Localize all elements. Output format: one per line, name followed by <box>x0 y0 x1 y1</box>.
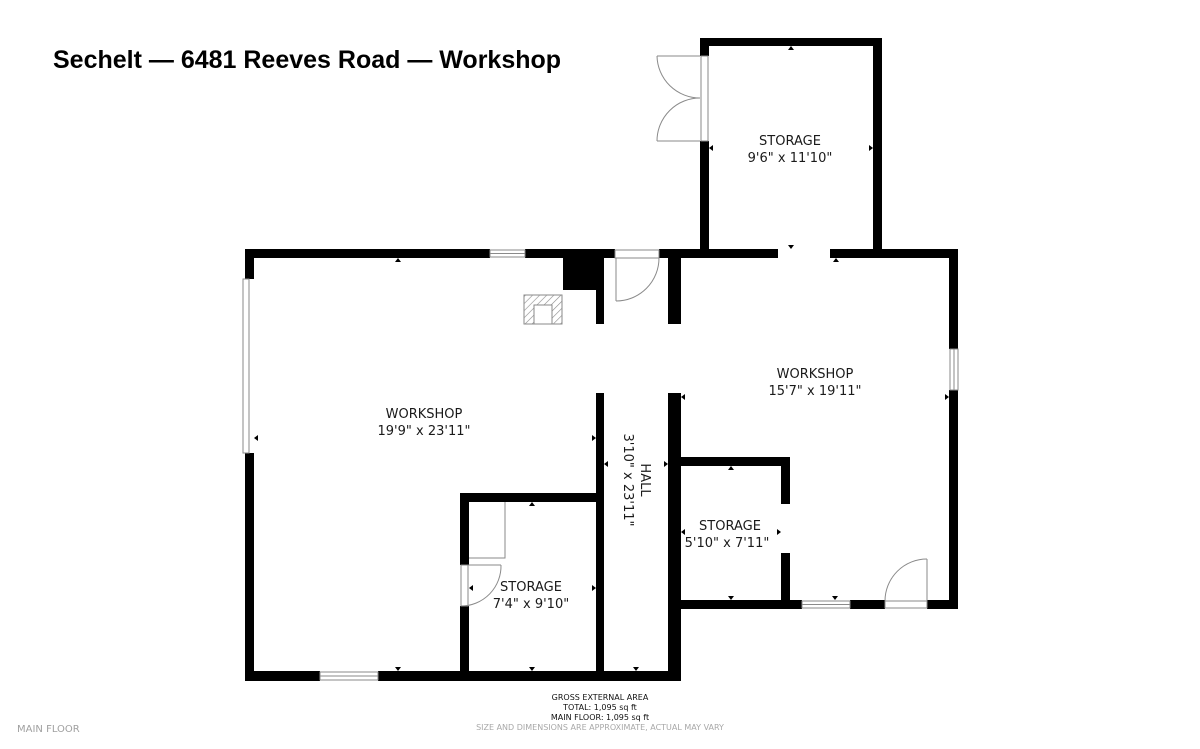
windows <box>242 249 959 681</box>
room-name: STORAGE <box>500 580 562 595</box>
door-double-storage <box>656 55 709 142</box>
room-workshop-right: WORKSHOP 15'7" x 19'11" <box>769 367 862 399</box>
area-heading: GROSS EXTERNAL AREA <box>551 693 649 702</box>
window-south-right <box>801 600 851 609</box>
window-east <box>949 348 959 391</box>
room-storage-right-small: STORAGE 5'10" x 7'11" <box>685 519 770 551</box>
wall-storage-right-east-lower <box>781 553 790 609</box>
wall-west-lower <box>245 453 254 681</box>
wall-hall-east-lower <box>668 393 681 681</box>
dimension-markers <box>254 46 949 671</box>
wall-storage-right-east-upper <box>781 457 790 504</box>
chimney-block <box>563 258 604 324</box>
area-total: TOTAL: 1,095 sq ft <box>563 703 637 712</box>
room-dims: 9'6" x 11'10" <box>748 151 833 166</box>
door-north-hall <box>614 249 660 302</box>
wall-south-a <box>245 671 320 681</box>
wall-hall-east-upper <box>668 258 681 324</box>
room-name: STORAGE <box>759 134 821 149</box>
room-storage-top: STORAGE 9'6" x 11'10" <box>748 134 833 166</box>
room-hall: HALL 3'10" x 23'11" <box>620 434 652 527</box>
room-workshop-left: WORKSHOP 19'9" x 23'11" <box>378 407 471 439</box>
room-dims: 15'7" x 19'11" <box>769 384 862 399</box>
wall-west-upper <box>245 249 254 279</box>
area-disclaimer: SIZE AND DIMENSIONS ARE APPROXIMATE, ACT… <box>476 723 724 732</box>
wall-storage-left-west-lower <box>460 606 469 681</box>
room-name: HALL <box>637 463 652 497</box>
closet-shelf <box>469 502 506 559</box>
wall-south-right-c <box>927 600 958 609</box>
room-name: WORKSHOP <box>386 407 463 422</box>
door-storage-left <box>460 564 502 607</box>
wall-storage-right-north <box>680 457 790 466</box>
window-west <box>242 278 250 454</box>
room-name: STORAGE <box>699 519 761 534</box>
room-dims: 7'4" x 9'10" <box>493 597 569 612</box>
wall-south-right-a <box>680 600 802 609</box>
area-summary: GROSS EXTERNAL AREA TOTAL: 1,095 sq ft M… <box>0 693 1200 733</box>
wall-north-right <box>830 249 958 258</box>
wall-storage-top-east <box>873 38 882 253</box>
wall-north-left-b <box>525 249 615 258</box>
walls <box>245 38 958 681</box>
plan-title: Sechelt — 6481 Reeves Road — Workshop <box>53 46 562 74</box>
wall-east-lower <box>949 390 958 609</box>
wall-hall-west <box>596 393 604 681</box>
door-south-right <box>884 558 928 609</box>
window-north-left <box>489 249 526 258</box>
wall-north-left-a <box>245 249 490 258</box>
room-storage-left-small: STORAGE 7'4" x 9'10" <box>493 580 569 612</box>
room-name: WORKSHOP <box>777 367 854 382</box>
wall-storage-top-west-upper <box>700 38 709 56</box>
room-dims: 19'9" x 23'11" <box>378 424 471 439</box>
room-dims: 5'10" x 7'11" <box>685 536 770 551</box>
area-main-floor: MAIN FLOOR: 1,095 sq ft <box>550 713 650 722</box>
wall-storage-left-west-upper <box>460 493 469 565</box>
wall-south-right-b <box>850 600 885 609</box>
window-south-left <box>319 671 379 681</box>
doors <box>460 55 928 609</box>
wall-storage-left-north <box>460 493 604 502</box>
wall-north-mid <box>659 249 778 258</box>
room-dims: 3'10" x 23'11" <box>620 434 635 527</box>
stove-icon <box>523 294 563 325</box>
wall-storage-top-west-lower <box>700 141 709 253</box>
wall-storage-top-north <box>700 38 882 46</box>
wall-east-upper <box>949 249 958 349</box>
wall-south-b <box>378 671 678 681</box>
floor-label: MAIN FLOOR <box>17 724 80 735</box>
